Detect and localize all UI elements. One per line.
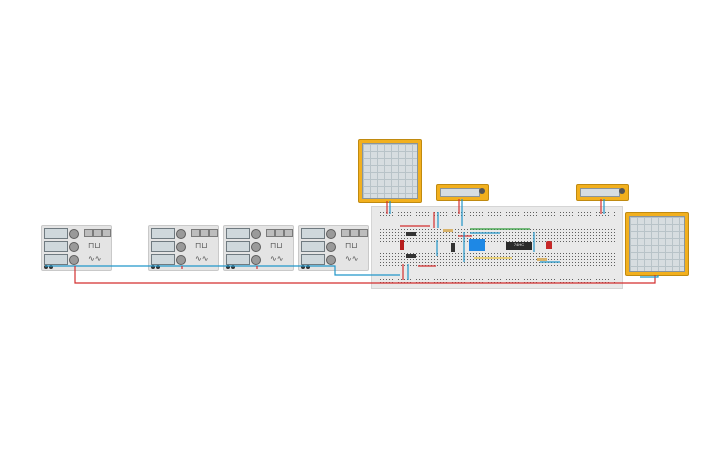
fg-wave-button[interactable] bbox=[209, 229, 218, 237]
fg-display bbox=[226, 241, 250, 252]
fg-display bbox=[151, 228, 175, 239]
multimeter-dial[interactable] bbox=[619, 188, 625, 194]
dip-switch[interactable] bbox=[469, 239, 485, 251]
fg-display bbox=[226, 254, 250, 265]
sine-wave-icon: ∿∿ bbox=[270, 254, 284, 263]
wire-blue-bus[interactable] bbox=[45, 265, 400, 276]
fg-knob[interactable] bbox=[69, 242, 79, 252]
sine-wave-icon: ∿∿ bbox=[195, 254, 209, 263]
fg-display bbox=[301, 254, 325, 265]
function-generator-4[interactable]: ⊓⊔ ∿∿ bbox=[298, 225, 369, 271]
fg-display bbox=[44, 241, 68, 252]
resistor[interactable] bbox=[537, 258, 547, 261]
fg-knob[interactable] bbox=[176, 229, 186, 239]
square-wave-icon: ⊓⊔ bbox=[270, 241, 283, 250]
led[interactable] bbox=[546, 241, 552, 249]
sine-wave-icon: ∿∿ bbox=[88, 254, 102, 263]
square-wave-icon: ⊓⊔ bbox=[88, 241, 101, 250]
fg-wave-button[interactable] bbox=[359, 229, 368, 237]
fg-knob[interactable] bbox=[326, 229, 336, 239]
fg-wave-button[interactable] bbox=[275, 229, 284, 237]
ic-label: 74HC bbox=[513, 242, 525, 247]
fg-knob[interactable] bbox=[69, 255, 79, 265]
oscilloscope-right[interactable] bbox=[625, 212, 689, 276]
fg-wave-button[interactable] bbox=[266, 229, 275, 237]
fg-display bbox=[44, 228, 68, 239]
oscilloscope-screen bbox=[362, 143, 418, 199]
diode[interactable] bbox=[406, 232, 416, 236]
fg-knob[interactable] bbox=[69, 229, 79, 239]
wire-blue[interactable] bbox=[640, 275, 659, 278]
fg-knob[interactable] bbox=[326, 255, 336, 265]
fg-terminal[interactable] bbox=[301, 265, 305, 269]
fg-wave-button[interactable] bbox=[284, 229, 293, 237]
fg-knob[interactable] bbox=[176, 242, 186, 252]
fg-wave-button[interactable] bbox=[84, 229, 93, 237]
fg-display bbox=[301, 228, 325, 239]
fg-terminal[interactable] bbox=[49, 265, 53, 269]
fg-wave-button[interactable] bbox=[350, 229, 359, 237]
wire-red-bus[interactable] bbox=[74, 266, 656, 284]
fg-terminal[interactable] bbox=[44, 265, 48, 269]
fg-terminal[interactable] bbox=[156, 265, 160, 269]
function-generator-1[interactable]: ⊓⊔ ∿∿ bbox=[41, 225, 112, 271]
fg-terminal[interactable] bbox=[231, 265, 235, 269]
fg-wave-button[interactable] bbox=[93, 229, 102, 237]
fg-wave-button[interactable] bbox=[102, 229, 111, 237]
fg-knob[interactable] bbox=[326, 242, 336, 252]
fg-wave-button[interactable] bbox=[200, 229, 209, 237]
resistor[interactable] bbox=[443, 229, 453, 232]
capacitor[interactable] bbox=[451, 243, 455, 252]
fg-knob[interactable] bbox=[251, 229, 261, 239]
fg-wave-button[interactable] bbox=[191, 229, 200, 237]
sine-wave-icon: ∿∿ bbox=[345, 254, 359, 263]
breadboard[interactable] bbox=[371, 206, 623, 289]
capacitor[interactable] bbox=[400, 240, 404, 250]
fg-display bbox=[151, 241, 175, 252]
ic-chip[interactable]: 74HC bbox=[506, 242, 532, 250]
multimeter-dial[interactable] bbox=[479, 188, 485, 194]
fg-display bbox=[151, 254, 175, 265]
oscilloscope-top[interactable] bbox=[358, 139, 422, 203]
fg-display bbox=[301, 241, 325, 252]
fg-display bbox=[44, 254, 68, 265]
fg-knob[interactable] bbox=[176, 255, 186, 265]
square-wave-icon: ⊓⊔ bbox=[195, 241, 208, 250]
fg-wave-button[interactable] bbox=[341, 229, 350, 237]
diode[interactable] bbox=[406, 254, 416, 258]
square-wave-icon: ⊓⊔ bbox=[345, 241, 358, 250]
oscilloscope-screen bbox=[629, 216, 685, 272]
fg-knob[interactable] bbox=[251, 255, 261, 265]
multimeter-right[interactable] bbox=[576, 184, 629, 201]
function-generator-3[interactable]: ⊓⊔ ∿∿ bbox=[223, 225, 294, 271]
fg-terminal[interactable] bbox=[226, 265, 230, 269]
function-generator-2[interactable]: ⊓⊔ ∿∿ bbox=[148, 225, 219, 271]
fg-display bbox=[226, 228, 250, 239]
fg-terminal[interactable] bbox=[306, 265, 310, 269]
fg-terminal[interactable] bbox=[151, 265, 155, 269]
fg-knob[interactable] bbox=[251, 242, 261, 252]
